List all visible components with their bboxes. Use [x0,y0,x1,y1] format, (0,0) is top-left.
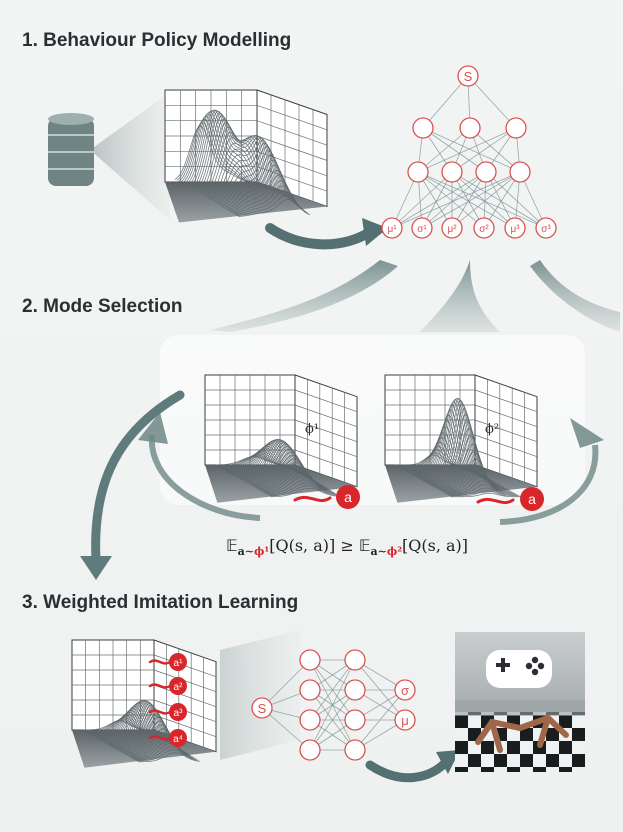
mode-2-action: a [476,487,544,511]
mode-1-distribution-plot [204,374,358,503]
gamepad-icon [486,650,552,688]
phi-2: ϕ² [386,545,403,559]
arrow-to-imitation [91,390,185,565]
network-node [299,739,321,761]
sample-action-label: a¹ [174,658,184,669]
network-node [344,709,366,731]
projection-beam [90,92,170,220]
plot-surface [174,109,311,217]
mode-2-label: ϕ² [485,422,499,437]
network-node [394,679,416,701]
policy-network: Sμ¹ σ¹ μ² σ² μ³ σ³ [381,65,557,239]
network-node [457,65,479,87]
database-icon [48,113,94,186]
section-title-weighted-imitation: 3. Weighted Imitation Learning [22,592,299,613]
section-title-behaviour-policy: 1. Behaviour Policy Modelling [22,30,292,51]
network-node [381,217,403,239]
plot-back-wall [384,374,476,466]
network-output-label: σ¹ [417,224,427,235]
network-output-label: μ³ [510,224,520,235]
q-value-1: [Q(s, a)] ≥ [269,536,359,555]
plot-surface [82,699,200,763]
weighted-samples-plot [71,639,217,768]
cycle-arrow-right [499,444,599,525]
arrow-plot-to-network-head [362,218,388,246]
network-node [441,217,463,239]
network-output-label: σ [401,683,409,698]
projection-beam-2 [220,630,300,760]
network-node [509,161,531,183]
sample-action-label: a⁴ [173,734,183,745]
network-node [441,161,463,183]
cycle-arrow-right-head [570,418,604,448]
expectation-sub-2: a∼ [370,545,387,559]
arrow-network-to-environment [365,755,453,783]
network-node [475,161,497,183]
network-node [504,217,526,239]
network-node [459,117,481,139]
svg-text:a: a [528,491,536,507]
agent-body [475,714,569,753]
network-node [412,117,434,139]
cycle-arrow-left [148,434,261,521]
plot-back-wall [71,639,155,731]
arrow-to-imitation-head [80,556,112,580]
network-node [299,709,321,731]
sample-action-label: a² [174,682,184,693]
plot-surface [214,438,341,498]
sample-action-marker: a⁴ [148,729,187,747]
network-node [411,217,433,239]
q-value-2: [Q(s, a)] [402,536,469,555]
arrow-network-to-environment-head [436,750,460,774]
plot-floor [165,182,327,223]
imitation-network: Sσμ [251,649,416,761]
environment-panel [455,632,585,772]
network-node [299,679,321,701]
sample-action-label: a³ [174,708,184,719]
expectation-sub-1: a∼ [237,545,255,559]
sample-action-marker: a¹ [148,653,187,671]
plot-side-wall [294,374,358,488]
expectation-symbol-1: 𝔼 [226,536,238,555]
network-output-label: μ [401,713,409,728]
mode-2-distribution-plot [384,374,538,503]
network-node [344,679,366,701]
network-node [473,217,495,239]
network-node [344,739,366,761]
network-output-label: μ¹ [387,224,397,235]
network-node [407,161,429,183]
sample-actions: a¹ a² a³ a⁴ [148,653,187,747]
network-node [505,117,527,139]
network-node [299,649,321,671]
network-node [535,217,557,239]
network-edges [391,75,547,229]
svg-text:a: a [344,489,352,505]
network-output-label: σ² [479,224,489,235]
output-fan [210,260,620,332]
plot-surface [395,397,521,498]
selection-criterion-formula: 𝔼a∼ϕ¹[Q(s, a)] ≥ 𝔼a∼ϕ²[Q(s, a)] [226,536,468,558]
cycle-arrow-left-head [138,412,168,444]
mode-1-action: a [293,485,360,509]
arrow-plot-to-network [265,223,375,250]
network-input-label: S [464,69,473,84]
bimodal-distribution-plot [164,89,328,223]
network-output-label: μ² [447,224,457,235]
sample-action-marker: a³ [148,703,187,721]
network-node [344,649,366,671]
section-title-mode-selection: 2. Mode Selection [22,296,183,317]
network-input-label: S [258,701,267,716]
phi-1: ϕ¹ [254,545,270,559]
network-output-label: σ³ [541,224,551,235]
plot-side-wall [474,374,538,488]
mode-1-label: ϕ¹ [305,422,319,437]
sample-action-marker: a² [148,677,187,695]
expectation-symbol-2: 𝔼 [358,536,371,555]
network-node [394,709,416,731]
network-node [251,697,273,719]
